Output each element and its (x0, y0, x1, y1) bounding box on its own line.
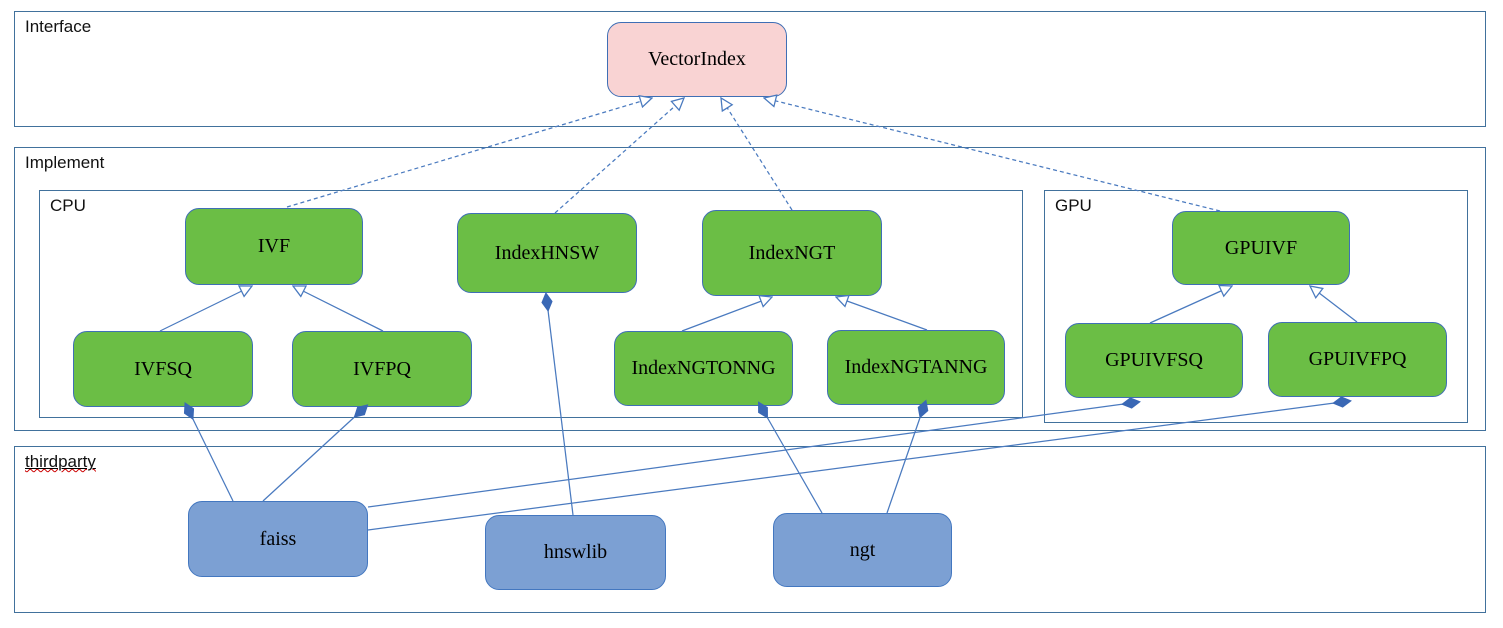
container-label-implement: Implement (25, 153, 105, 172)
container-label-cpu: CPU (50, 196, 86, 215)
node-label-ivfsq: IVFSQ (134, 357, 192, 380)
node-label-indexhnsw: IndexHNSW (494, 241, 600, 264)
node-gpuivfpq: GPUIVFPQ (1268, 322, 1447, 397)
node-label-ngt: ngt (849, 538, 876, 561)
container-label-text: thirdparty (25, 452, 96, 471)
container-label-thirdparty: thirdparty (25, 452, 96, 472)
node-label-indexngt: IndexNGT (748, 241, 836, 264)
node-label-indexngtonng: IndexNGTONNG (631, 357, 776, 379)
node-ivfpq: IVFPQ (292, 331, 472, 407)
node-vectorindex: VectorIndex (607, 22, 787, 97)
node-hnswlib: hnswlib (485, 515, 666, 590)
spellcheck-squiggle: thirdparty (25, 452, 96, 471)
container-label-gpu: GPU (1055, 196, 1092, 215)
node-label-indexngtanng: IndexNGTANNG (844, 356, 988, 378)
node-gpuivfsq: GPUIVFSQ (1065, 323, 1243, 398)
node-gpuivf: GPUIVF (1172, 211, 1350, 285)
node-indexngtonng: IndexNGTONNG (614, 331, 793, 406)
node-indexngtanng: IndexNGTANNG (827, 330, 1005, 405)
node-label-hnswlib: hnswlib (543, 541, 608, 563)
node-label-faiss: faiss (259, 527, 297, 550)
container-label-interface: Interface (25, 17, 92, 36)
node-label-gpuivf: GPUIVF (1224, 236, 1298, 259)
node-indexngt: IndexNGT (702, 210, 882, 296)
node-faiss: faiss (188, 501, 368, 577)
node-ivf: IVF (185, 208, 363, 285)
node-label-gpuivfpq: GPUIVFPQ (1308, 348, 1407, 370)
node-ivfsq: IVFSQ (73, 331, 253, 407)
node-label-ivf: IVF (257, 235, 291, 257)
node-indexhnsw: IndexHNSW (457, 213, 637, 293)
node-label-vectorindex: VectorIndex (648, 48, 746, 70)
node-label-gpuivfsq: GPUIVFSQ (1105, 349, 1203, 371)
node-label-ivfpq: IVFPQ (353, 357, 411, 380)
node-ngt: ngt (773, 513, 952, 587)
